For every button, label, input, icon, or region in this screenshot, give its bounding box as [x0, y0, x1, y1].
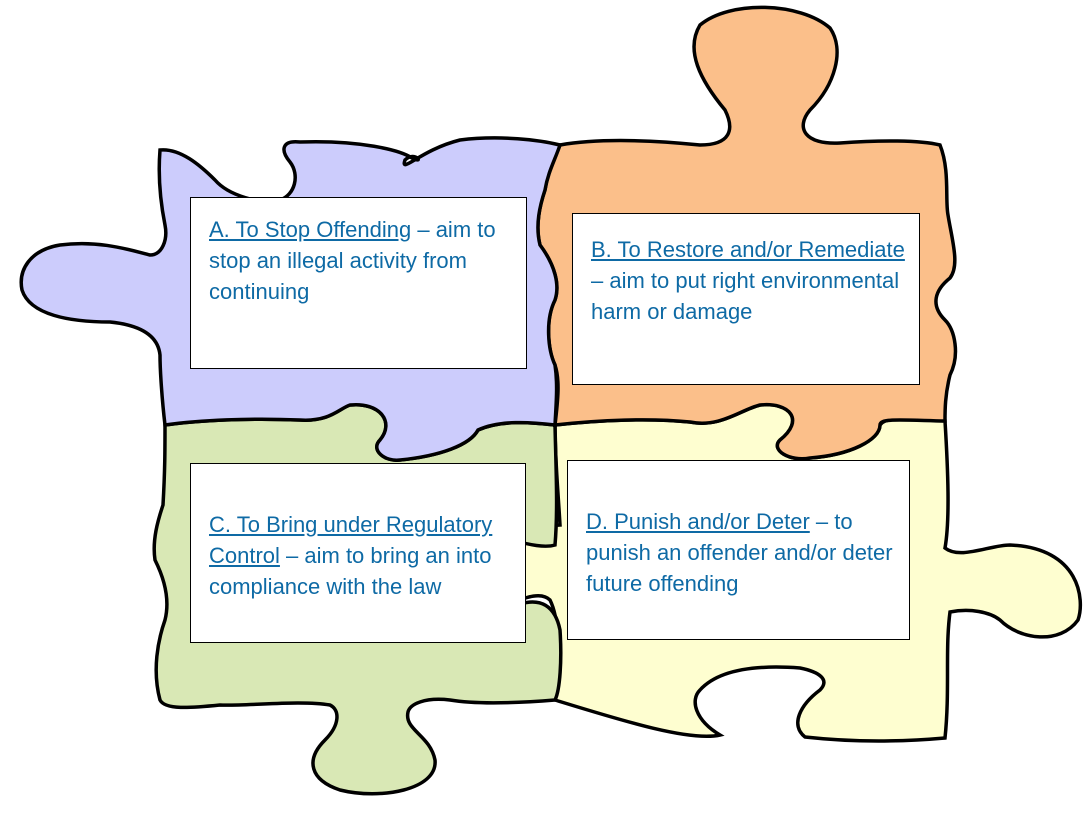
card-b-title-link[interactable]: B. To Restore and/or Remediate [591, 237, 905, 262]
card-d-title-link[interactable]: D. Punish and/or Deter [586, 509, 810, 534]
card-a-body: – aim to stop an illegal activity from c… [209, 217, 496, 304]
card-b-body: – aim to put right environmental harm or… [591, 268, 900, 324]
card-d-punish-deter: D. Punish and/or Deter – to punish an of… [567, 460, 910, 640]
card-d-body: – to punish an offender and/or deter fut… [586, 509, 893, 596]
card-c-body: – aim to bring an into compliance with t… [209, 543, 492, 599]
card-c-title-link[interactable]: C. To Bring under Regulatory Control [209, 512, 493, 568]
card-b-restore-remediate: B. To Restore and/or Remediate – aim to … [572, 213, 920, 385]
card-a-title-link[interactable]: A. To Stop Offending [209, 217, 412, 242]
card-c-regulatory-control: C. To Bring under Regulatory Control – a… [190, 463, 526, 643]
card-a-stop-offending: A. To Stop Offending – aim to stop an il… [190, 197, 527, 369]
